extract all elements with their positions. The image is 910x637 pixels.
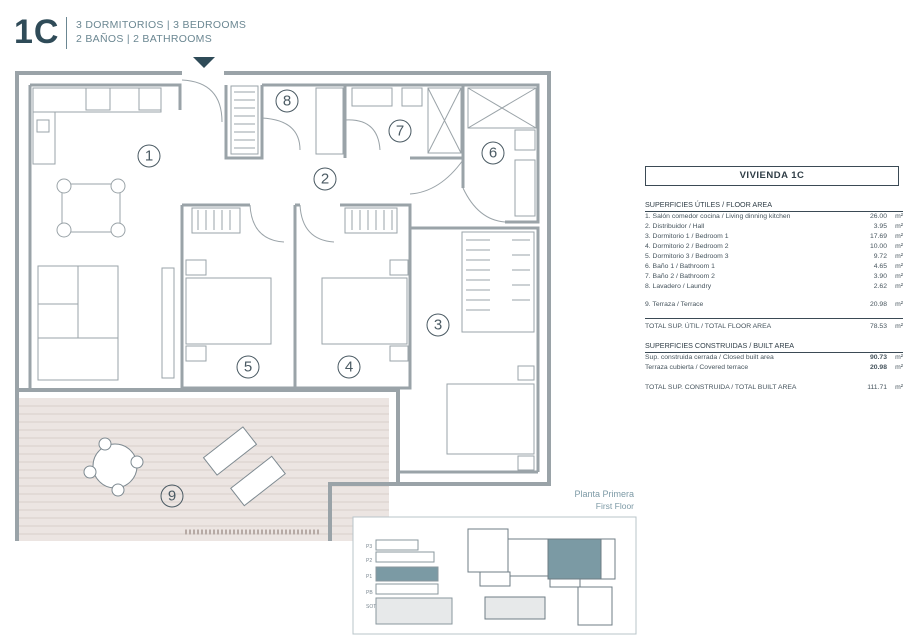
area-value: 17.69 (869, 233, 887, 240)
room-number: 3 (434, 317, 442, 334)
bedrooms-label: 3 DORMITORIOS | 3 BEDROOMS (76, 19, 247, 31)
area-row: 1. Salón comedor cocina / Living dinning… (645, 212, 903, 222)
bathroom-1-fixtures (467, 87, 537, 217)
entrance-arrow-icon (193, 57, 215, 68)
key-plan: P3 P2 P1 PB SOT (352, 516, 637, 635)
area-unit: m² (895, 283, 903, 290)
walls (15, 71, 551, 541)
level-label: P3 (366, 544, 372, 550)
built-label: Terraza cubierta / Covered terrace (645, 364, 749, 371)
built-unit: m² (895, 364, 903, 371)
area-label: 1. Salón comedor cocina / Living dinning… (645, 213, 791, 220)
unit-code: 1C (14, 13, 60, 51)
area-label: 4. Dormitorio 2 / Bedroom 2 (645, 243, 729, 250)
room-number: 2 (321, 171, 329, 188)
built-value: 90.73 (869, 354, 887, 361)
door-swings (181, 79, 506, 243)
bathroom-2-fixtures (351, 87, 462, 154)
floor-subtitle: First Floor (595, 501, 634, 511)
area-value: 9.72 (873, 253, 887, 260)
built-row: Terraza cubierta / Covered terrace 20.98 m… (645, 363, 903, 373)
area-table: VIVIENDA 1C SUPERFICIES ÚTILES / FLOOR A… (645, 166, 903, 393)
room-number: 1 (145, 148, 153, 165)
area-value: 4.65 (873, 263, 887, 270)
room-number: 7 (396, 123, 404, 140)
terrace-value: 20.98 (869, 301, 887, 308)
area-value: 10.00 (869, 243, 887, 250)
kitchen-units (32, 87, 162, 165)
built-unit: m² (895, 354, 903, 361)
room-number: 4 (345, 359, 353, 376)
area-row: 6. Baño 1 / Bathroom 1 4.65 m² (645, 262, 903, 272)
area-row: 4. Dormitorio 2 / Bedroom 2 10.00 m² (645, 242, 903, 252)
bathrooms-label: 2 BAÑOS | 2 BATHROOMS (76, 33, 213, 45)
wardrobes (191, 85, 535, 333)
sofa (37, 265, 175, 381)
laundry-units (315, 87, 344, 155)
total-floor-value: 78.53 (869, 323, 887, 330)
built-area-heading: SUPERFICIES CONSTRUIDAS / BUILT AREA (645, 341, 903, 353)
total-built-label: TOTAL SUP. CONSTRUIDA / TOTAL BUILT AREA (645, 384, 797, 391)
area-label: 5. Dormitorio 3 / Bedroom 3 (645, 253, 729, 260)
beds (185, 259, 535, 471)
dining-table (56, 178, 126, 238)
area-row: 7. Baño 2 / Bathroom 2 3.90 m² (645, 272, 903, 282)
level-label: SOT (366, 604, 376, 610)
area-unit: m² (895, 273, 903, 280)
room-labels: 1 2 3 4 5 6 7 8 9 (137, 89, 505, 508)
terrace-furniture (83, 426, 286, 507)
area-row: 5. Dormitorio 3 / Bedroom 3 9.72 m² (645, 252, 903, 262)
area-value: 3.90 (873, 273, 887, 280)
total-built-row: TOTAL SUP. CONSTRUIDA / TOTAL BUILT AREA… (645, 383, 903, 393)
terrace-unit: m² (895, 301, 903, 308)
area-value: 2.62 (873, 283, 887, 290)
floor-area-heading: SUPERFICIES ÚTILES / FLOOR AREA (645, 200, 903, 212)
area-label: 3. Dormitorio 1 / Bedroom 1 (645, 233, 729, 240)
area-label: 7. Baño 2 / Bathroom 2 (645, 273, 715, 280)
built-label: Sup. construida cerrada / Closed built a… (645, 354, 774, 361)
area-unit: m² (895, 213, 903, 220)
total-built-unit: m² (895, 384, 903, 391)
total-floor-label: TOTAL SUP. ÚTIL / TOTAL FLOOR AREA (645, 323, 772, 330)
room-number: 5 (244, 359, 252, 376)
terrace-label: 9. Terraza / Terrace (645, 301, 704, 308)
area-row: 2. Distribuidor / Hall 3.95 m² (645, 222, 903, 232)
built-row: Sup. construida cerrada / Closed built a… (645, 353, 903, 363)
area-value: 26.00 (869, 213, 887, 220)
terrace-row: 9. Terraza / Terrace 20.98 m² (645, 300, 903, 310)
area-unit: m² (895, 263, 903, 270)
unit-title: VIVIENDA 1C (645, 166, 899, 186)
interior-walls (28, 83, 540, 474)
area-unit: m² (895, 243, 903, 250)
area-unit: m² (895, 233, 903, 240)
total-floor-row: TOTAL SUP. ÚTIL / TOTAL FLOOR AREA 78.53 m… (645, 318, 903, 332)
wardrobe-hangers (197, 91, 530, 311)
area-value: 3.95 (873, 223, 887, 230)
floor-title: Planta Primera (574, 489, 634, 499)
area-row: 3. Dormitorio 1 / Bedroom 1 17.69 m² (645, 232, 903, 242)
total-floor-unit: m² (895, 323, 903, 330)
area-unit: m² (895, 253, 903, 260)
level-label: PB (366, 590, 373, 596)
total-built-value: 111.71 (867, 384, 887, 391)
terrace-deck (17, 398, 389, 541)
area-label: 6. Baño 1 / Bathroom 1 (645, 263, 715, 270)
level-label: P1 (366, 574, 372, 580)
level-label: P2 (366, 558, 372, 564)
built-value: 20.98 (869, 364, 887, 371)
room-number: 6 (489, 145, 497, 162)
room-number: 8 (283, 93, 291, 110)
area-unit: m² (895, 223, 903, 230)
area-label: 8. Lavadero / Laundry (645, 283, 712, 290)
area-row: 8. Lavadero / Laundry 2.62 m² (645, 282, 903, 292)
header-divider (66, 17, 67, 49)
room-number: 9 (168, 488, 176, 505)
area-label: 2. Distribuidor / Hall (645, 223, 705, 230)
